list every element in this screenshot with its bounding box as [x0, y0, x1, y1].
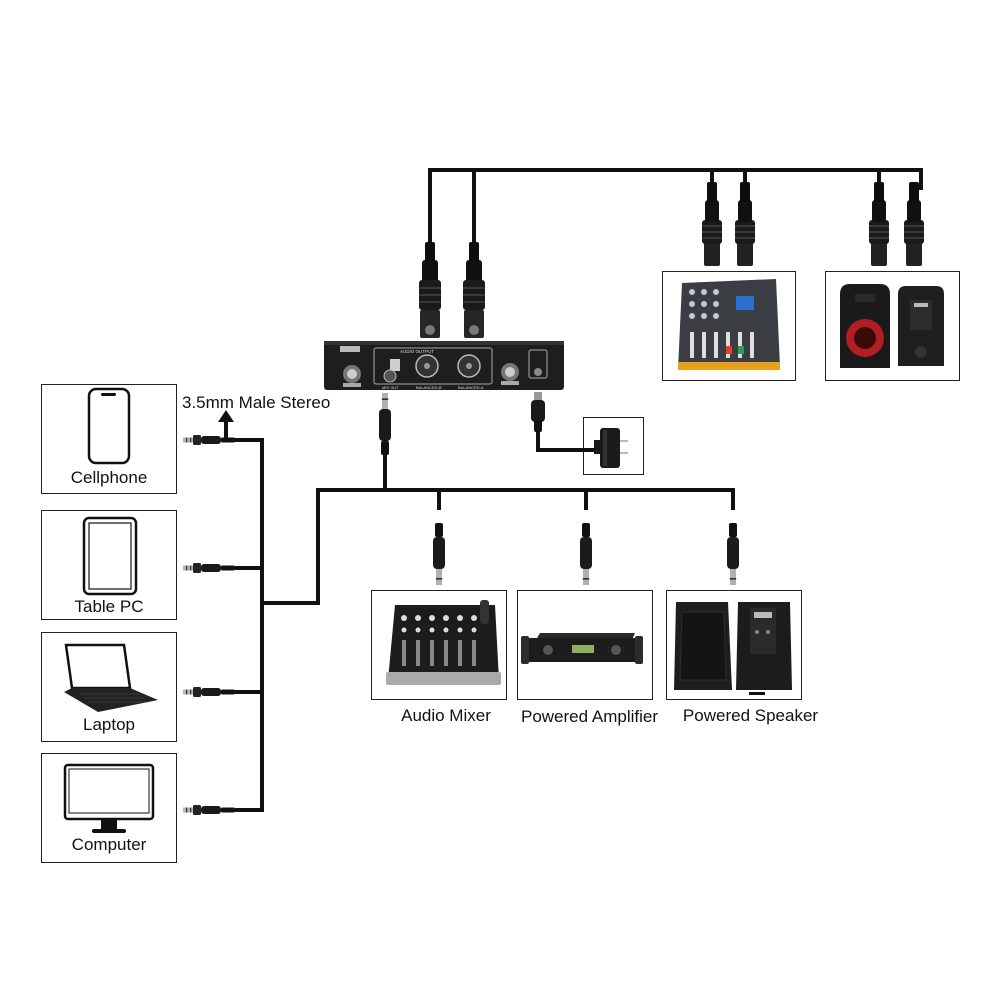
xlr-male-icon	[868, 181, 890, 267]
computer-monitor-icon	[63, 763, 155, 833]
annotation-label: 3.5mm Male Stereo	[182, 393, 331, 412]
powered-speaker-icon	[674, 602, 792, 695]
device-label-powered-amplifier: Powered Amplifier	[520, 707, 658, 726]
cable-lines	[224, 168, 923, 812]
cellphone-icon	[87, 387, 131, 465]
receiver-balanced-a-label: BALANCED-A	[458, 385, 484, 390]
dc-plug-icon	[531, 392, 545, 432]
tablet-box	[41, 510, 177, 620]
xlr-female-icon	[462, 241, 486, 339]
device-label-laptop: Laptop	[83, 715, 135, 734]
receiver-jack-plug-icon	[379, 393, 391, 455]
computer-box	[41, 753, 177, 863]
laptop-icon	[64, 643, 158, 712]
power-amplifier-icon	[521, 633, 643, 664]
annotation-arrow-icon	[218, 410, 234, 422]
mini-plug-icon	[183, 687, 235, 697]
jack-plug-icon	[580, 523, 592, 585]
device-label-computer: Computer	[71, 835, 147, 854]
xlr-male-icon	[701, 181, 723, 267]
power-adapter-icon	[594, 428, 628, 468]
mini-plug-icon	[183, 805, 235, 815]
jack-plug-icon	[727, 523, 739, 585]
jack-plug-icon	[433, 523, 445, 585]
mixer-console-icon	[678, 279, 780, 370]
wireless-receiver-icon	[324, 341, 564, 390]
receiver-audio-output-label: AUDIO OUTPUT	[400, 349, 434, 354]
device-label-table-pc: Table PC	[74, 597, 144, 616]
device-label-audio-mixer: Audio Mixer	[401, 706, 491, 725]
xlr-male-icon	[903, 181, 925, 267]
receiver-balanced-b-label: BALANCED-B	[416, 385, 442, 390]
tablet-icon	[82, 516, 138, 596]
device-label-cellphone: Cellphone	[70, 468, 148, 487]
device-label-powered-speaker: Powered Speaker	[682, 706, 819, 725]
mini-plug-icon	[183, 563, 235, 573]
audio-mixer-icon	[386, 600, 501, 685]
xlr-male-icon	[734, 181, 756, 267]
xlr-female-icon	[418, 241, 442, 339]
receiver-mix-out-label: MIX OUT	[382, 385, 399, 390]
cellphone-box	[41, 384, 177, 494]
speaker-pair-icon	[840, 284, 944, 368]
